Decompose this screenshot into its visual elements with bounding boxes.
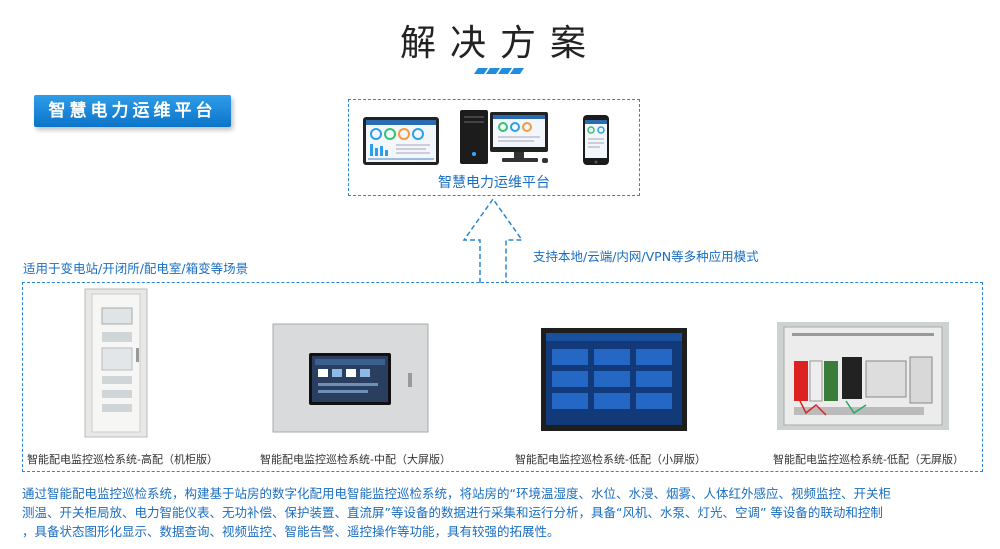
wall-panel-icon xyxy=(272,323,429,433)
section-badge: 智慧电力运维平台 xyxy=(34,95,231,127)
description-line: ，具备状态图形化显示、数据查询、视频监控、智能告警、遥控操作等功能，具有较强的拓… xyxy=(22,522,987,541)
title-underline-decoration xyxy=(474,68,526,74)
system-caption-no-screen: 智能配电监控巡检系统-低配（无屏版） xyxy=(773,451,964,467)
control-box-icon xyxy=(776,321,950,431)
desktop-pc-icon xyxy=(458,108,550,166)
system-caption-high: 智能配电监控巡检系统-高配（机柜版） xyxy=(27,451,218,467)
system-caption-mid: 智能配电监控巡检系统-中配（大屏版） xyxy=(260,451,451,467)
platform-label: 智慧电力运维平台 xyxy=(348,172,640,192)
touch-screen-icon xyxy=(540,327,688,432)
description-line: 通过智能配电监控巡检系统，构建基于站房的数字化配用电智能监控巡检系统，将站房的“… xyxy=(22,484,987,503)
system-caption-low-screen: 智能配电监控巡检系统-低配（小屏版） xyxy=(515,451,706,467)
smartphone-icon xyxy=(582,114,610,166)
solution-description: 通过智能配电监控巡检系统，构建基于站房的数字化配用电智能监控巡检系统，将站房的“… xyxy=(22,484,987,541)
description-line: 测温、开关柜局放、电力智能仪表、无功补偿、保护装置、直流屏”等设备的数据进行采集… xyxy=(22,503,987,522)
scenario-note: 适用于变电站/开闭所/配电室/箱变等场景 xyxy=(23,258,248,277)
page-title: 解决方案 xyxy=(0,14,1000,66)
upload-arrow-icon xyxy=(460,196,526,284)
monitor-icon xyxy=(362,116,440,168)
cabinet-icon xyxy=(84,288,148,438)
mode-note: 支持本地/云端/内网/VPN等多种应用模式 xyxy=(533,246,759,265)
